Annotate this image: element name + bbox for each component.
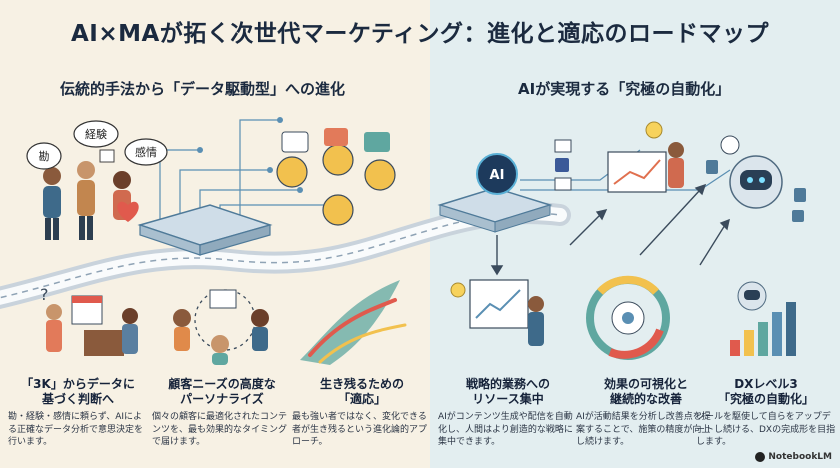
step-3-desc: 最も強い者ではなく、変化できる者が生き残るという進化論的アプローチ。 (292, 412, 428, 447)
presenter-icon (607, 121, 684, 193)
step-3-caption: 生き残るための 「適応」 最も強い者ではなく、変化できる者が生き残るという進化論… (292, 377, 432, 449)
app-icons (554, 139, 572, 191)
step-1-caption: 「3K」からデータに 基づく判断へ 勘・経験・感情に頼らず、AIによる正確なデー… (8, 377, 148, 449)
step-3-title: 生き残るための 「適応」 (319, 377, 404, 406)
step-2-title: 顧客ニーズの高度な パーソナライズ (168, 377, 276, 406)
left-section-title: 伝統的手法から「データ駆動型」への進化 (60, 80, 346, 98)
step-5-desc: AIが活動結果を分析し改善点を提案することで、施策の精度が向上し続けます。 (576, 412, 711, 447)
ai-label: AI (490, 168, 505, 183)
decision-scene-icon: ? (40, 285, 138, 356)
dx-level-chart-icon (730, 281, 796, 356)
adaptation-scene-icon (300, 280, 407, 365)
speech-bubbles (26, 120, 168, 170)
customer-network-icon (276, 128, 396, 226)
step-1-title: 「3K」からデータに 基づく判断へ (21, 377, 135, 406)
page-title: AI×MAが拓く次世代マーケティング：進化と適応のロードマップ (71, 21, 769, 47)
right-panel-background (430, 0, 840, 468)
step-4-desc: AIがコンテンツ生成や配信を自動化し、人間はより創造的な戦略に集中できます。 (438, 412, 573, 447)
bubble-kan: 勘 (39, 150, 50, 163)
chip-platform-icon (137, 204, 273, 256)
improvement-cycle-icon (586, 275, 670, 360)
robot-icon (706, 135, 806, 222)
svg-text:?: ? (40, 285, 49, 304)
badge-label: NotebookLM (768, 452, 832, 462)
step-4-caption: 戦略的業務への リソース集中 AIがコンテンツ生成や配信を自動化し、人間はより創… (438, 377, 578, 449)
step-4-title: 戦略的業務への リソース集中 (465, 377, 550, 406)
notebooklm-logo-icon (755, 452, 766, 462)
notebooklm-badge: NotebookLM (755, 452, 832, 462)
strategy-scene-icon (450, 279, 544, 346)
step-6-title: DXレベル3 「究極の自動化」 (717, 377, 814, 406)
step-2-caption: 顧客ニーズの高度な パーソナライズ 個々の顧客に最適化されたコンテンツを、最も効… (152, 377, 292, 449)
step-6-desc: ツールを駆使して自らをアップデートし続ける、DXの完成形を目指します。 (696, 412, 836, 447)
step-5-title: 効果の可視化と 継続的な改善 (603, 377, 688, 406)
bubble-kanjo: 感情 (135, 146, 157, 159)
step-6-caption: DXレベル3 「究極の自動化」 ツールを駆使して自らをアップデートし続ける、DX… (696, 377, 836, 449)
step-2-desc: 個々の顧客に最適化されたコンテンツを、最も効果的なタイミングで届けます。 (152, 412, 288, 447)
step-1-desc: 勘・経験・感情に頼らず、AIによる正確なデータ分析で意思決定を行います。 (8, 412, 144, 447)
thinking-people-icon (43, 149, 139, 240)
ai-hub-icon (437, 153, 553, 233)
bubble-keiken: 経験 (85, 127, 107, 141)
step-5-caption: 効果の可視化と 継続的な改善 AIが活動結果を分析し改善点を提案することで、施策… (576, 377, 716, 449)
right-section-title: AIが実現する「究極の自動化」 (518, 80, 731, 98)
personalization-scene-icon (173, 289, 269, 365)
